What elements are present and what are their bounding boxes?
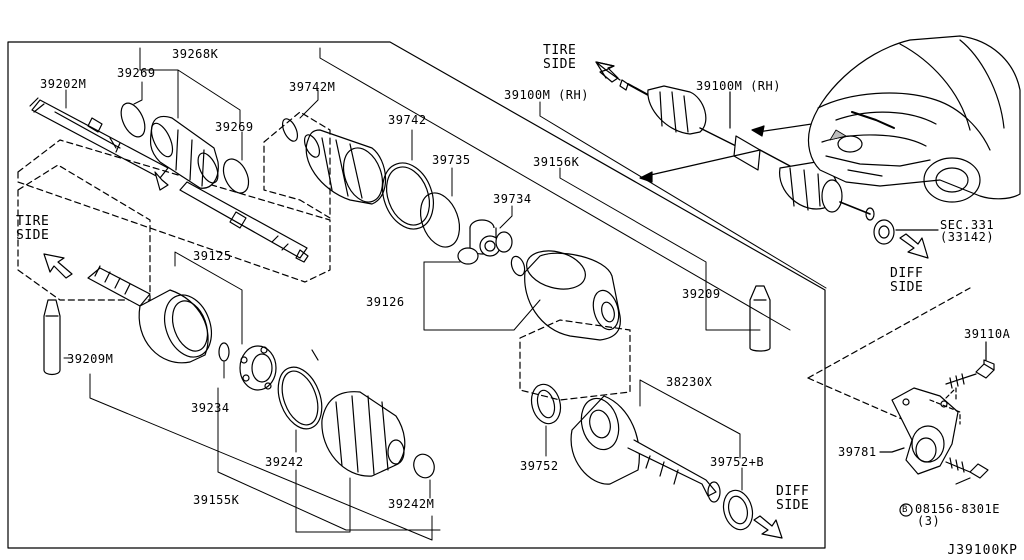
diff-side-arrow-right bbox=[899, 233, 929, 259]
inner-shaft-39202M[interactable] bbox=[29, 97, 309, 263]
bracket-dashed-frame bbox=[807, 287, 971, 379]
label-39209[interactable]: 39209 bbox=[682, 287, 721, 301]
label-39126[interactable]: 39126 bbox=[366, 295, 405, 309]
tire-side-left-line1: TIRE bbox=[16, 214, 50, 229]
vehicle-front-sketch bbox=[807, 35, 1021, 203]
boot-dashed-box bbox=[263, 111, 331, 219]
tire-side-top-line2: SIDE bbox=[543, 57, 577, 72]
grease-39209M[interactable] bbox=[43, 299, 61, 376]
assembly-frame bbox=[7, 41, 826, 549]
leader-39781 bbox=[879, 447, 905, 453]
snap-ring-39735[interactable] bbox=[414, 188, 467, 253]
housing-dashed-box bbox=[519, 319, 631, 401]
boot-39242M[interactable] bbox=[321, 391, 406, 477]
label-08156-8301E[interactable]: 08156-8301E bbox=[915, 502, 1000, 516]
tire-side-top-line1: TIRE bbox=[543, 43, 577, 58]
band-39742[interactable] bbox=[374, 156, 442, 236]
label-39734[interactable]: 39734 bbox=[493, 192, 532, 206]
diff-side-right-line2: SIDE bbox=[890, 280, 924, 295]
bolt-08156-8301E[interactable] bbox=[945, 457, 989, 479]
tire-side-arrow-top bbox=[595, 61, 621, 83]
label-39110A[interactable]: 39110A bbox=[964, 327, 1011, 341]
label-39242[interactable]: 39242 bbox=[265, 455, 304, 469]
label-38230X[interactable]: 38230X bbox=[666, 375, 713, 389]
label-sec-331-sub: (33142) bbox=[940, 230, 995, 244]
bolt-39110A[interactable] bbox=[945, 359, 995, 389]
driveshaft-39100M-assembly[interactable] bbox=[619, 79, 895, 245]
diff-side-right-line1: DIFF bbox=[890, 266, 924, 281]
diagram-code: J39100KP bbox=[947, 543, 1018, 558]
label-bolt-prefix: B bbox=[902, 505, 908, 515]
label-39234[interactable]: 39234 bbox=[191, 401, 230, 415]
label-bolt-qty: (3) bbox=[917, 514, 941, 528]
label-39742M[interactable]: 39742M bbox=[289, 80, 336, 94]
grease-39209[interactable] bbox=[749, 285, 771, 352]
label-39242M[interactable]: 39242M bbox=[388, 497, 435, 511]
shaft-dashed-box bbox=[17, 139, 331, 283]
label-39209M[interactable]: 39209M bbox=[67, 352, 114, 366]
label-39156K[interactable]: 39156K bbox=[533, 155, 580, 169]
seal-39752[interactable] bbox=[527, 381, 564, 427]
label-39202M[interactable]: 39202M bbox=[40, 77, 87, 91]
label-39752[interactable]: 39752 bbox=[520, 459, 559, 473]
band-39242[interactable] bbox=[270, 361, 329, 435]
boot-band-39269-b[interactable] bbox=[218, 155, 253, 197]
diff-side-bottom-line2: SIDE bbox=[776, 498, 810, 513]
clip-39242M[interactable] bbox=[410, 451, 437, 480]
bracket-39781[interactable] bbox=[891, 387, 961, 475]
label-39155K[interactable]: 39155K bbox=[193, 493, 240, 507]
joint-38230X[interactable] bbox=[570, 394, 721, 503]
clip-39742M[interactable] bbox=[279, 117, 300, 144]
label-39269-b[interactable]: 39269 bbox=[215, 120, 254, 134]
leader-bolt bbox=[955, 477, 971, 485]
label-39269-a[interactable]: 39269 bbox=[117, 66, 156, 80]
label-39735[interactable]: 39735 bbox=[432, 153, 471, 167]
label-sec-331[interactable]: SEC.331 bbox=[940, 218, 995, 232]
diff-side-bottom-line1: DIFF bbox=[776, 484, 810, 499]
label-39100M-rh-top[interactable]: 39100M (RH) bbox=[696, 79, 781, 93]
label-39781[interactable]: 39781 bbox=[838, 445, 877, 459]
label-39125[interactable]: 39125 bbox=[193, 249, 232, 263]
clip-39734[interactable] bbox=[509, 255, 527, 278]
boot-band-39269-a[interactable] bbox=[116, 99, 149, 140]
tire-side-left-line2: SIDE bbox=[16, 228, 50, 243]
diff-side-arrow-bottom bbox=[753, 515, 783, 539]
boot-39742M[interactable] bbox=[301, 129, 389, 207]
seal-39752B[interactable] bbox=[719, 487, 756, 533]
leader-lines bbox=[63, 47, 827, 541]
bearing-39125[interactable] bbox=[239, 345, 277, 391]
housing-39126[interactable] bbox=[522, 245, 622, 341]
outer-joint[interactable] bbox=[87, 265, 220, 364]
label-39742[interactable]: 39742 bbox=[388, 113, 427, 127]
boot-39268K[interactable] bbox=[147, 115, 222, 189]
spider-39734[interactable] bbox=[457, 219, 513, 265]
pointer-arrow-2 bbox=[645, 149, 761, 177]
label-39752-B[interactable]: 39752+B bbox=[710, 455, 765, 469]
tire-side-arrow-left bbox=[43, 253, 73, 279]
label-39268K[interactable]: 39268K bbox=[172, 47, 219, 61]
bolt-prefix-circle bbox=[899, 503, 913, 517]
ring-39234[interactable] bbox=[218, 342, 230, 362]
label-39100M-rh[interactable]: 39100M (RH) bbox=[504, 88, 589, 102]
